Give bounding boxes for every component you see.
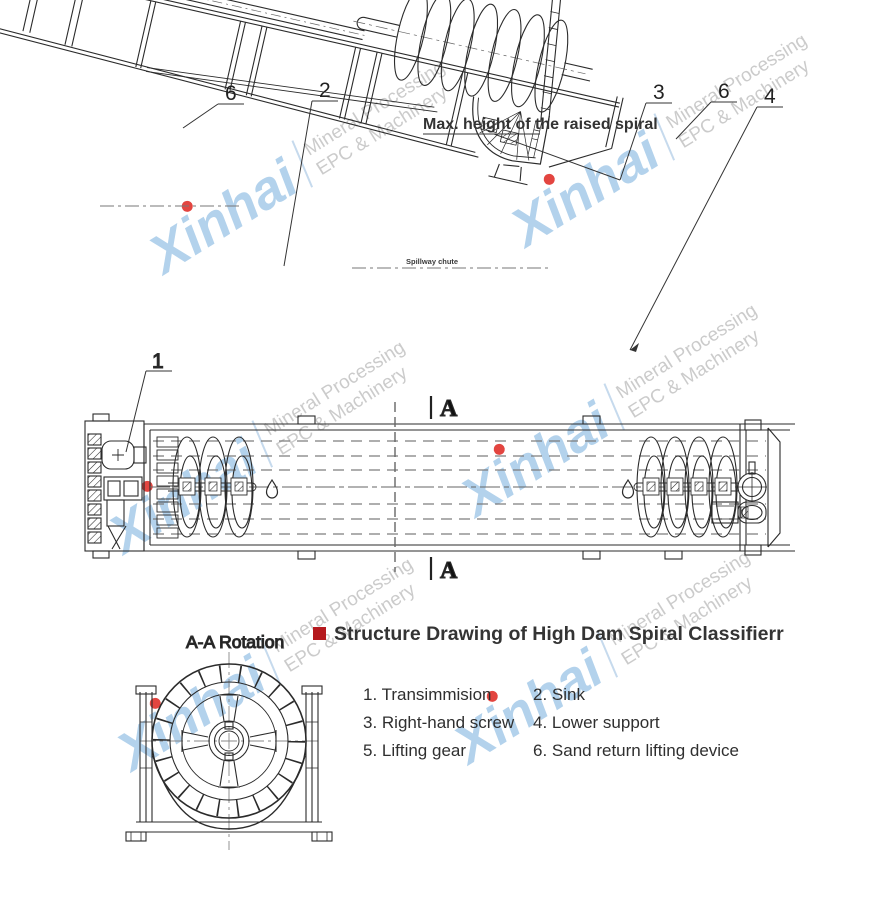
- shaft-centerline: [114, 0, 369, 37]
- wheel-hub: [208, 720, 250, 762]
- section-view: A-A Rotation: [125, 631, 333, 850]
- raised-spiral: [353, 0, 593, 113]
- plan-ladder-strip: [156, 436, 179, 539]
- callout-sand-return-left: 6: [225, 82, 237, 105]
- rim-segment-ticks: [153, 665, 305, 817]
- leader-transmission: [125, 370, 172, 453]
- bulb-ladder: [527, 120, 542, 158]
- trough-top-rim: [33, 0, 620, 108]
- callout-sand-return-right: 6: [718, 80, 730, 103]
- trough-bottom-rim: [0, 21, 479, 158]
- hook-symbol-icon: [621, 478, 635, 499]
- title-bullet-icon: [313, 627, 326, 640]
- plan-spiral-right: [633, 436, 738, 538]
- lower-support: [488, 163, 528, 186]
- cradle-arc: [152, 755, 306, 830]
- trough-rib: [360, 52, 383, 125]
- support-frame: [125, 685, 333, 842]
- callout-sink: 2: [319, 79, 331, 102]
- legend-item-5: 5. Lifting gear: [363, 741, 466, 760]
- side-view-leaders: [182, 100, 783, 351]
- legend-item-2: 2. Sink: [533, 685, 585, 704]
- trough-partition: [64, 0, 87, 47]
- leader-arrowhead-icon: [630, 343, 639, 352]
- wheel-spokes: [181, 694, 277, 788]
- spiral-right-shaft: [561, 62, 593, 82]
- trough-left-wall: [22, 0, 44, 33]
- drawing-title: Structure Drawing of High Dam Spiral Cla…: [334, 623, 784, 645]
- legend: 1. Transimmision 2. Sink 3. Right-hand s…: [363, 685, 739, 760]
- side-view: Spillway chute 6 2 3 6 4 Max. height of …: [0, 0, 783, 352]
- watermark-dot-icon: [493, 443, 505, 455]
- lifting-device: [540, 0, 563, 124]
- section-view-title: A-A Rotation: [186, 632, 284, 652]
- side-view-body: [0, 0, 624, 186]
- plan-legs: [107, 525, 127, 550]
- legend-item-6: 6. Sand return lifting device: [533, 741, 739, 760]
- section-letter-top: A: [440, 396, 458, 422]
- plan-view: A A 1: [84, 349, 795, 585]
- section-letter-bottom: A: [440, 558, 458, 584]
- callout-screw: 3: [653, 81, 665, 104]
- legend-item-4: 4. Lower support: [533, 713, 660, 732]
- plan-tank: [143, 415, 795, 560]
- legend-item-3: 3. Right-hand screw: [363, 713, 515, 732]
- base-beam: [136, 821, 322, 833]
- spillway-chute-lines: [146, 67, 438, 113]
- trough-rib: [135, 0, 157, 69]
- trough-rib: [338, 47, 362, 120]
- post-rungs: [540, 0, 561, 111]
- watermark-dot-icon: [486, 690, 498, 702]
- callout-transmission: 1: [152, 350, 164, 373]
- hook-symbol-icon: [265, 478, 279, 499]
- title-block: Structure Drawing of High Dam Spiral Cla…: [313, 623, 784, 645]
- spillway-label: Spillway chute: [406, 257, 458, 266]
- legend-item-1: 1. Transimmision: [363, 685, 491, 704]
- max-height-note: Max. height of the raised spiral: [423, 116, 658, 133]
- plan-spiral-left: [168, 436, 257, 538]
- plan-lifting-gear: [711, 461, 767, 524]
- spiral-shaft-tube: [115, 0, 365, 41]
- lifting-post: [540, 0, 563, 124]
- watermark-dot-icon: [543, 173, 555, 185]
- plan-transmission-box: [84, 413, 147, 559]
- callout-lower-support: 4: [764, 85, 776, 108]
- trough-rib: [245, 25, 268, 97]
- trough-end-cap: [548, 96, 624, 168]
